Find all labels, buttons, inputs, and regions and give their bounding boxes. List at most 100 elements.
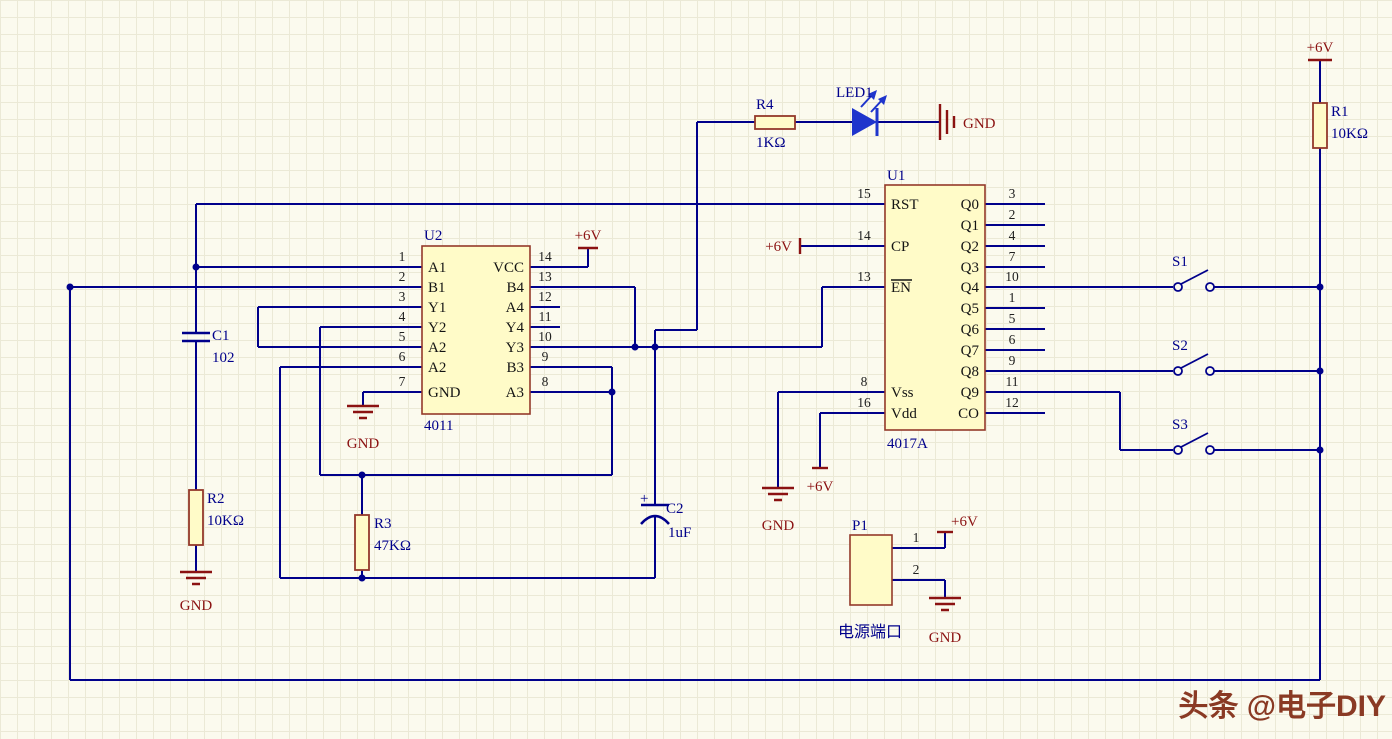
junction-dot [651, 343, 659, 351]
junction-dots [66, 263, 1324, 582]
u2-pin-name: VCC [493, 260, 524, 276]
vcc-label: +6V [1307, 40, 1334, 56]
s2-designator: S2 [1172, 338, 1188, 354]
u2-body [421, 245, 531, 415]
u1-part-number: 4017A [887, 436, 928, 452]
u1-pin-name: Q1 [961, 218, 979, 234]
ic-u1: U1 4017A RST CP EN Vss Vdd 15 14 13 8 16… [857, 168, 1019, 452]
s2-contact [1205, 366, 1215, 376]
c2-polarity-plus: + [640, 491, 648, 507]
led-arrowhead [878, 95, 887, 105]
u1-pin-number: 3 [1009, 186, 1016, 201]
u1-pin-number: 12 [1005, 395, 1019, 410]
resistor-r1: R1 10KΩ [1312, 102, 1368, 149]
u1-pin-number: 11 [1006, 374, 1019, 389]
c1-value: 102 [212, 350, 235, 366]
u2-pin-number: 13 [538, 269, 552, 284]
switch-s1: S1 [1172, 254, 1215, 292]
resistor-r4: R4 1KΩ [754, 97, 796, 151]
led-designator: LED1 [836, 85, 873, 101]
u2-pin-number: 1 [399, 249, 406, 264]
ground-icon [929, 596, 961, 612]
u1-pin-number: 16 [857, 395, 871, 410]
ground-icon [180, 570, 212, 586]
s1-contact [1205, 282, 1215, 292]
s3-contact [1173, 445, 1183, 455]
u2-pin-name: GND [428, 385, 461, 401]
u2-pin-number: 11 [539, 309, 552, 324]
u1-pin-number: 9 [1009, 353, 1016, 368]
u2-pin-name: A4 [506, 300, 525, 316]
junction-dot [1316, 446, 1324, 454]
p1-pin-number: 1 [913, 530, 920, 545]
capacitor-c1: C1 102 [182, 328, 235, 366]
u1-pin-name: Q6 [961, 322, 980, 338]
u1-pin-name: Q2 [961, 239, 979, 255]
s3-contact [1205, 445, 1215, 455]
u2-pin-number: 9 [542, 349, 549, 364]
ground-symbols: GND GND GND GND GND [180, 104, 996, 646]
u1-pin-name: Q5 [961, 301, 979, 317]
u2-pin-number: 3 [399, 289, 406, 304]
junction-dot [1316, 367, 1324, 375]
r4-value: 1KΩ [756, 135, 785, 151]
u1-pin-name: Q9 [961, 385, 979, 401]
ground-icon [347, 404, 379, 420]
r3-value: 47KΩ [374, 538, 411, 554]
ground-icon [938, 104, 956, 140]
u1-pin-number: 4 [1009, 228, 1016, 243]
connector-p1: P1 1 2 电源端口 [838, 518, 919, 641]
resistor-r3: R3 47KΩ [354, 514, 411, 571]
u1-pin-name: Q0 [961, 197, 979, 213]
u1-pin-number: 2 [1009, 207, 1016, 222]
r2-designator: R2 [207, 491, 225, 507]
junction-dot [358, 471, 366, 479]
u2-pin-name: Y3 [506, 340, 524, 356]
u1-pin-number: 15 [857, 186, 871, 201]
gnd-label: GND [963, 116, 996, 132]
r1-designator: R1 [1331, 104, 1349, 120]
u1-pin-name: Q4 [961, 280, 980, 296]
u1-pin-number: 13 [857, 269, 871, 284]
vcc-label: +6V [765, 239, 792, 255]
s1-contact [1173, 282, 1183, 292]
gnd-label: GND [347, 436, 380, 452]
u1-body [884, 184, 986, 431]
vcc-label: +6V [807, 479, 834, 495]
u2-pin-name: Y1 [428, 300, 446, 316]
u1-pin-number: 7 [1009, 249, 1016, 264]
u2-pin-number: 4 [399, 309, 406, 324]
junction-dot [1316, 283, 1324, 291]
resistor-r2: R2 10KΩ [188, 489, 244, 546]
u2-pin-name: B3 [506, 360, 524, 376]
u1-pin-name: Vss [891, 385, 914, 401]
c2-value: 1uF [668, 525, 691, 541]
s2-blade [1180, 353, 1209, 369]
s2-contact [1173, 366, 1183, 376]
p1-body [849, 534, 893, 606]
s3-blade [1180, 432, 1209, 448]
u2-pin-number: 10 [538, 329, 552, 344]
u2-pin-name: Y4 [506, 320, 525, 336]
s1-blade [1180, 269, 1209, 285]
capacitor-c2: + C2 1uF [640, 491, 691, 541]
u1-pin-name: Q3 [961, 260, 979, 276]
gnd-label: GND [929, 630, 962, 646]
vcc-label: +6V [951, 514, 978, 530]
u2-pin-number: 6 [399, 349, 406, 364]
u1-pin-name: RST [891, 197, 919, 213]
c1-designator: C1 [212, 328, 230, 344]
r2-value: 10KΩ [207, 513, 244, 529]
u1-pin-number: 10 [1005, 269, 1019, 284]
u1-pin-number: 6 [1009, 332, 1016, 347]
u1-pin-name: CO [958, 406, 979, 422]
junction-dot [66, 283, 74, 291]
u1-pin-name: Q7 [961, 343, 980, 359]
u2-pin-name: A2 [428, 360, 446, 376]
s3-designator: S3 [1172, 417, 1188, 433]
led-arrowhead [868, 90, 877, 100]
power-symbols: +6V +6V +6V +6V +6V [575, 40, 1334, 534]
u1-designator: U1 [887, 168, 905, 184]
switch-s3: S3 [1172, 417, 1215, 455]
